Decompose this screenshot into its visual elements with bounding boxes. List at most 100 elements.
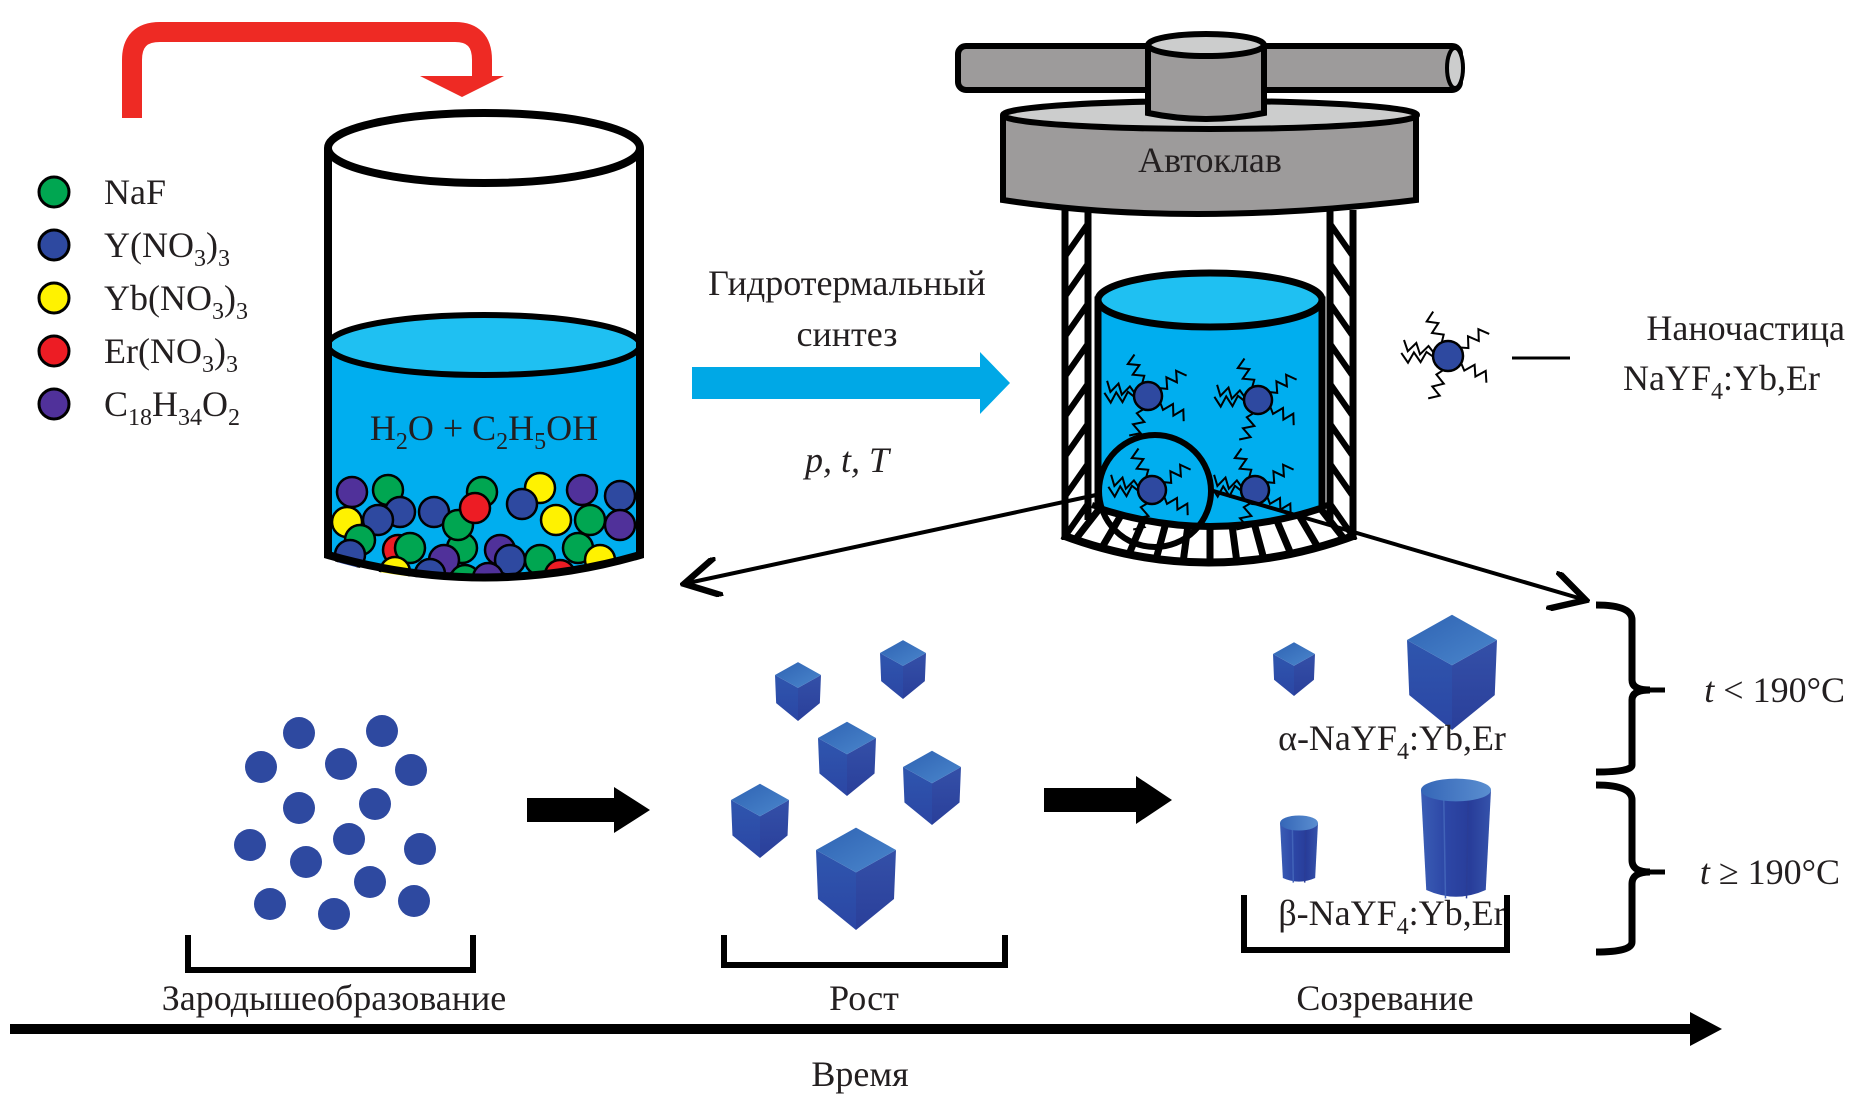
ligand-chain [1107, 484, 1139, 499]
cube-face [1294, 654, 1315, 696]
nanoparticle-core [1242, 384, 1274, 416]
hatch-line [1328, 463, 1355, 497]
beaker-liquid-surface [325, 312, 643, 378]
legend-label: C18H34O2 [104, 384, 240, 431]
prism-edge [1291, 827, 1295, 883]
reaction-beaker: H2O + C2H5OH [324, 109, 644, 582]
nucleus-dot [245, 751, 277, 783]
ligand-chain [1213, 474, 1243, 491]
nucleus-dot [404, 833, 436, 865]
capped-nanoparticle [1210, 447, 1295, 531]
ripening-bracket [1241, 895, 1510, 953]
blue-process-arrow [692, 352, 1010, 414]
alpha-condition: t < 190°C [1704, 670, 1845, 710]
legend-swatch-icon [37, 228, 71, 262]
cube-face [731, 800, 760, 858]
reagent-ball [458, 491, 492, 525]
hatch-line [1063, 383, 1090, 417]
base-hatch-line [1228, 524, 1241, 564]
hatch-line [1063, 303, 1090, 337]
ligand-chain [1132, 502, 1151, 531]
ligand-chain [1110, 474, 1140, 491]
base-hatch-line [1179, 524, 1192, 564]
cube-face [816, 827, 896, 873]
reagent-ball [539, 503, 573, 537]
cube-crystal [731, 783, 789, 858]
alpha-phase-label: α-NaYF4:Yb,Er [1278, 718, 1506, 765]
hexagonal-prism-crystal [1421, 778, 1491, 899]
cube-crystal [1273, 642, 1315, 696]
legend-label: Er(NO3)3 [104, 331, 238, 378]
ligand-chain [1106, 380, 1136, 397]
cube-face [1407, 640, 1452, 730]
stage-nucleation-label: Зародышеобразование [162, 978, 507, 1018]
hatch-line [1063, 503, 1090, 537]
cube-face [847, 738, 876, 796]
capped-nanoparticle [1213, 357, 1298, 441]
nanoparticle-core [1132, 380, 1164, 412]
growth-bracket [721, 935, 1008, 968]
nucleus-dot [325, 748, 357, 780]
base-hatch-line [1152, 521, 1170, 561]
time-axis-arrowhead [1690, 1012, 1722, 1046]
hatch-line [1063, 263, 1090, 297]
nucleus-dot [283, 792, 315, 824]
hatch-line [1063, 223, 1090, 257]
process-title-line1: Гидротермальный [708, 263, 986, 303]
hatch-line [1063, 343, 1090, 377]
reagent-ball [393, 531, 427, 565]
ligand-chain [1128, 408, 1147, 437]
process-conditions: p, t, T [802, 440, 892, 480]
red-transfer-arrow [122, 22, 504, 118]
prism-top [1421, 778, 1491, 802]
hydrothermal-process: Гидротермальный синтез p, t, T [692, 263, 1010, 480]
reagent-ball [565, 473, 599, 507]
ligand-chain [1424, 311, 1445, 343]
legend-item: Er(NO3)3 [37, 331, 238, 378]
reagent-ball [361, 503, 395, 537]
cube-face [816, 850, 856, 930]
nanoparticle-label-line2: NaYF4:Yb,Er [1623, 358, 1820, 405]
ligand-chain [1129, 447, 1150, 478]
capped-nanoparticle [1400, 311, 1490, 400]
zoom-arrow-left [688, 493, 1097, 583]
time-axis-line [10, 1024, 1700, 1034]
ligand-chain [1125, 353, 1146, 384]
prism-edge [1303, 827, 1307, 883]
reagent-ball [505, 487, 539, 521]
beaker-rim [324, 109, 644, 187]
process-title-line2: синтез [797, 314, 898, 354]
cube-crystal [1407, 614, 1497, 730]
cube-face [903, 767, 932, 825]
base-hatch-line [1294, 511, 1322, 550]
capped-nanoparticle [1107, 447, 1192, 531]
base-hatch-line [1072, 505, 1103, 543]
prism-edge [1443, 798, 1447, 899]
nucleation-nuclei [234, 715, 436, 930]
nucleus-dot [398, 885, 430, 917]
ligand-chain [1403, 339, 1435, 357]
ligand-chain [1400, 350, 1434, 365]
prism-body [1280, 823, 1318, 882]
nanoparticle-core [1136, 474, 1168, 506]
base-hatch-line [1250, 521, 1268, 561]
prism-body [1421, 790, 1491, 897]
legend-swatch-icon [37, 175, 71, 209]
ligand-chain [1235, 357, 1256, 388]
ligand-chain [1235, 502, 1254, 531]
ligand-chain [1460, 362, 1488, 383]
ligand-chain [1269, 373, 1298, 395]
nucleation-bracket [185, 935, 476, 973]
hatch-line [1328, 303, 1355, 337]
cube-face [932, 767, 961, 825]
legend-swatch-icon [37, 334, 71, 368]
ligand-chain [1159, 369, 1188, 391]
stage-growth-label: Рост [829, 978, 899, 1018]
cube-face [1452, 640, 1497, 730]
cube-crystal [816, 827, 896, 930]
reagent-ball [335, 475, 369, 509]
nucleus-dot [366, 715, 398, 747]
nucleus-dot [234, 829, 266, 861]
